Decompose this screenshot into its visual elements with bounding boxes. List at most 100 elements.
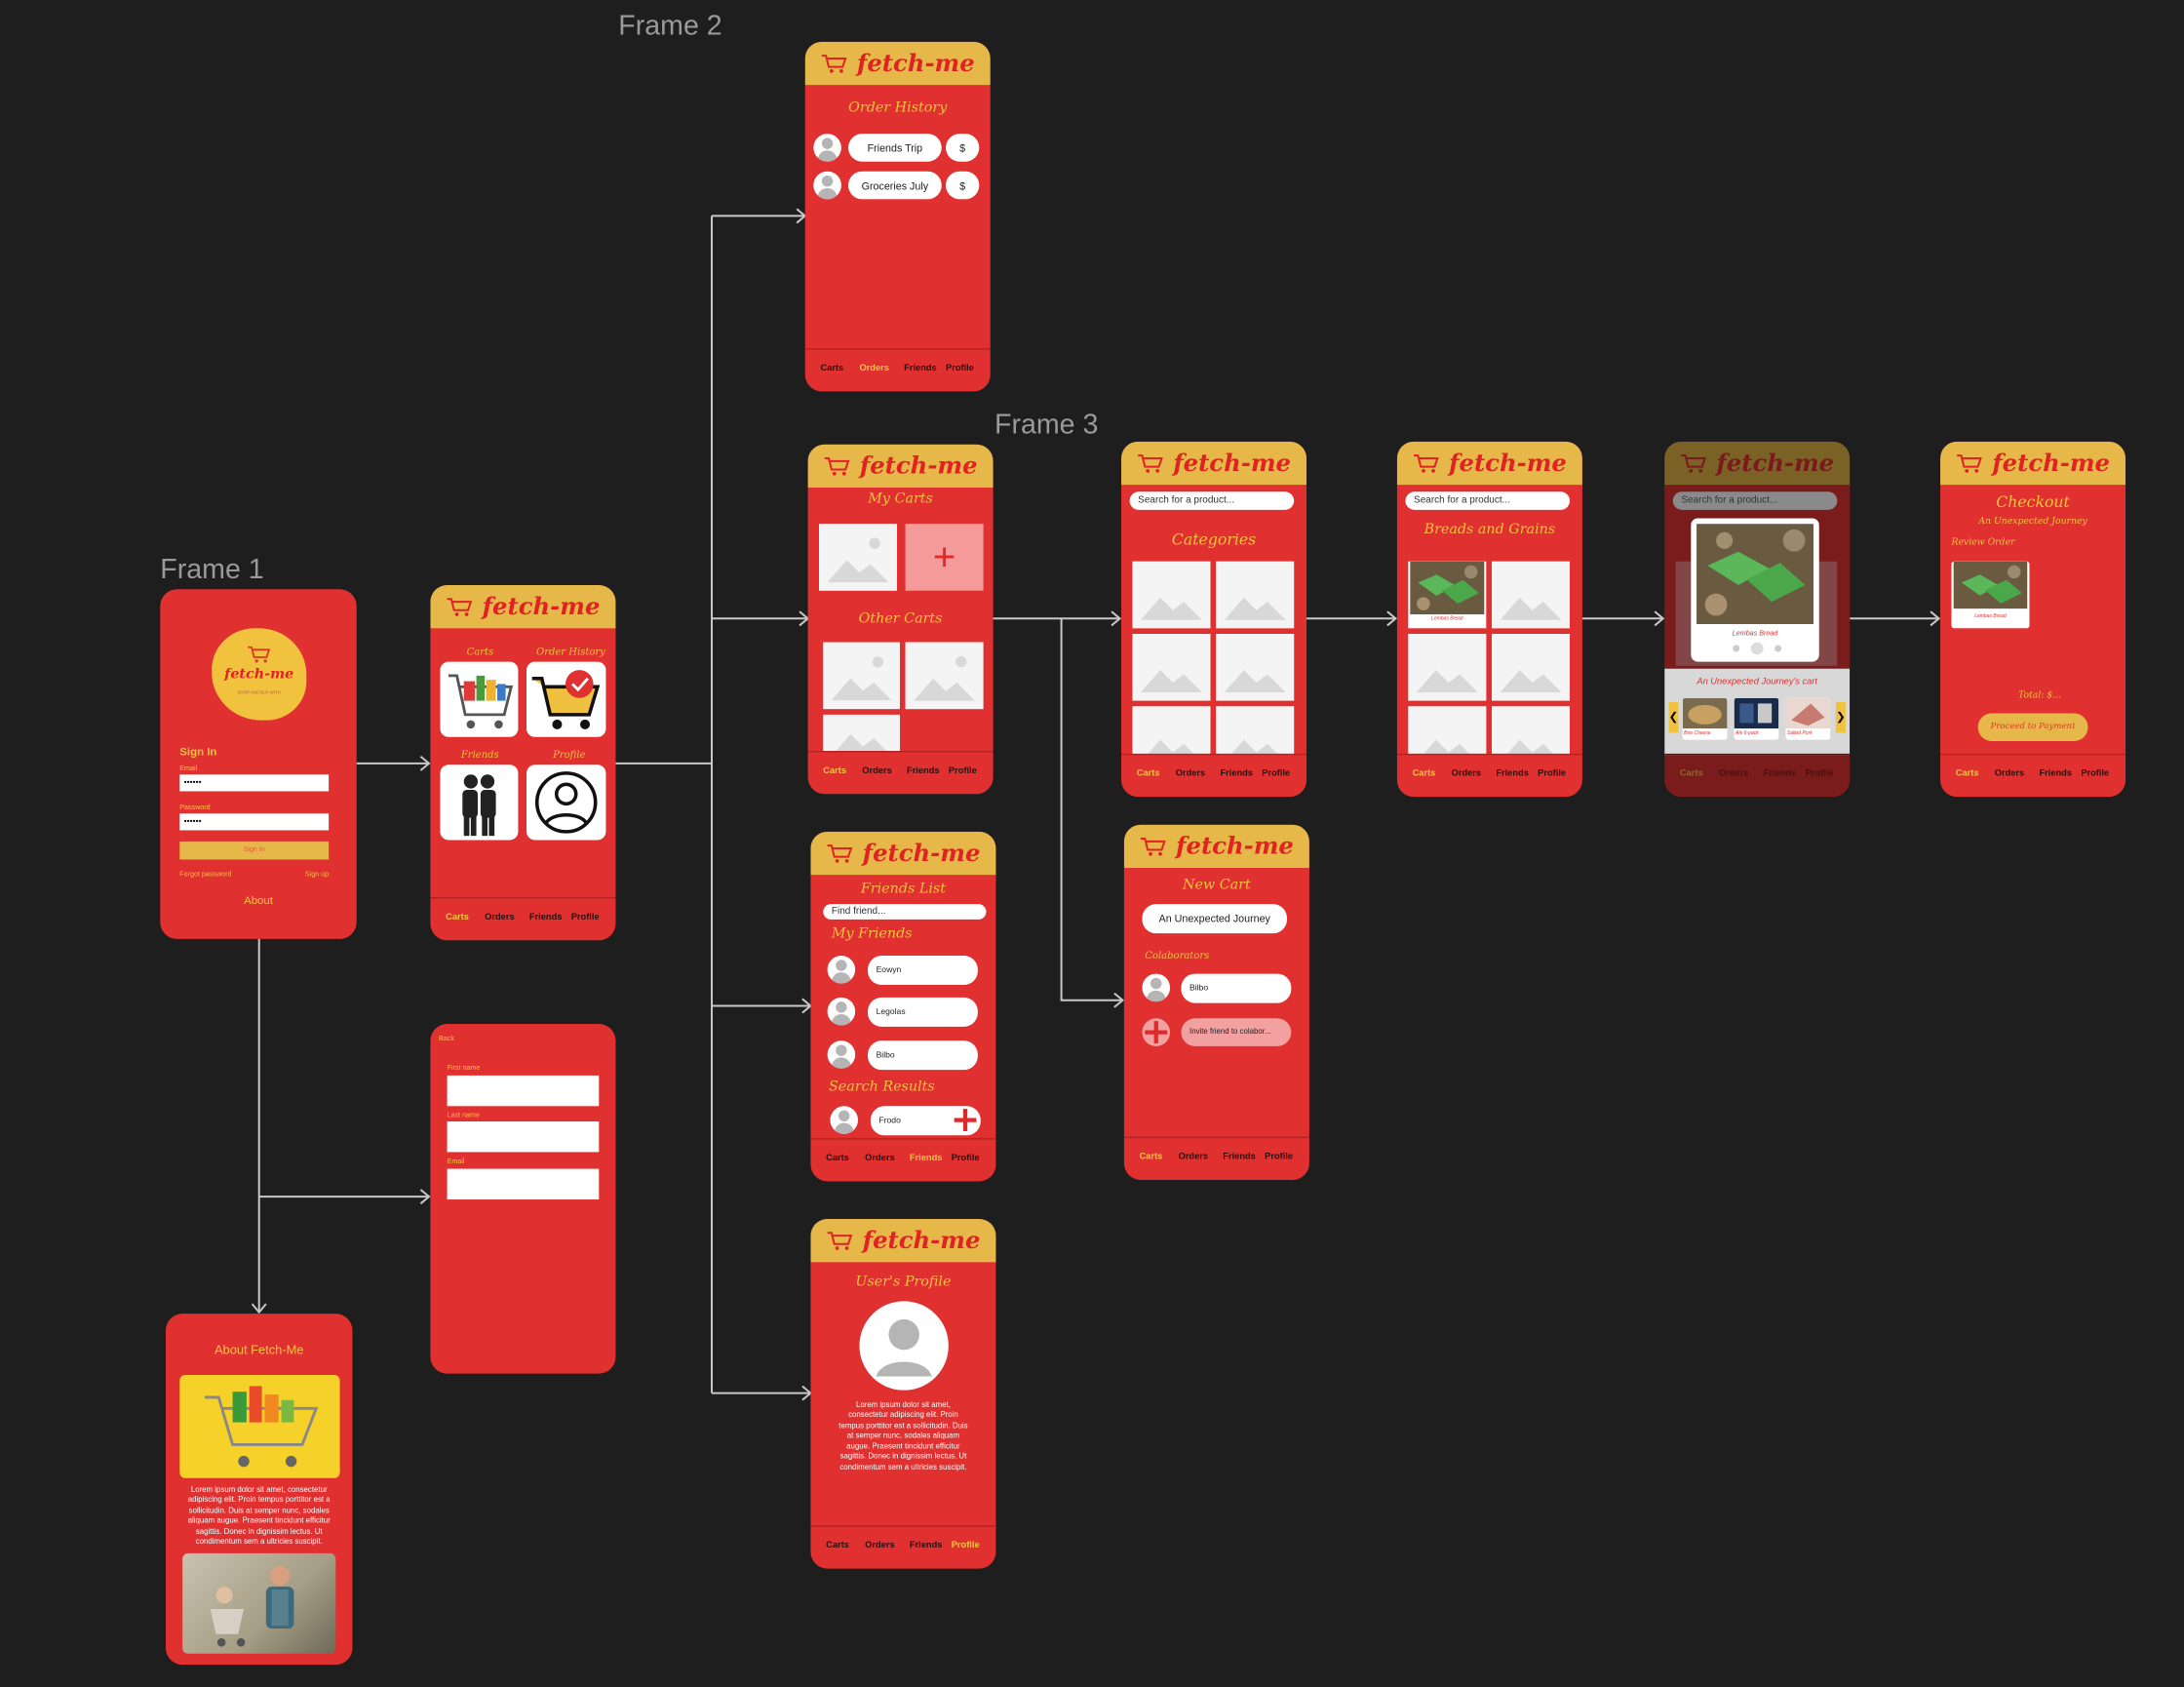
nav-profile[interactable]: Profile (570, 912, 600, 922)
friend-name[interactable]: Eowyn (868, 956, 978, 986)
profile-tile[interactable] (526, 765, 606, 841)
category-tile[interactable] (1132, 634, 1211, 701)
nav-profile[interactable]: Profile (948, 765, 977, 776)
nav-orders[interactable]: Orders (865, 1153, 895, 1163)
signup-email-field[interactable] (447, 1168, 600, 1200)
signup-link[interactable]: Sign up (304, 870, 330, 880)
product-search-input[interactable]: Search for a product... (1405, 491, 1571, 510)
product-tile[interactable] (1408, 634, 1487, 701)
first-name-field[interactable] (447, 1075, 600, 1107)
image-placeholder-icon (1492, 634, 1571, 701)
password-field[interactable]: •••••• (179, 813, 330, 831)
nav-friends[interactable]: Friends (1223, 1152, 1256, 1162)
friend-name[interactable]: Legolas (868, 997, 978, 1027)
product-tile[interactable] (1492, 706, 1571, 754)
friends-tile[interactable] (440, 765, 519, 841)
category-tile[interactable] (1216, 706, 1295, 754)
cart-item-pork[interactable]: Salted Pork (1785, 697, 1831, 740)
plus-dot[interactable] (1774, 645, 1782, 652)
nav-orders[interactable]: Orders (1718, 768, 1749, 779)
nav-orders[interactable]: Orders (1175, 768, 1206, 779)
nav-profile[interactable]: Profile (1262, 768, 1291, 779)
nav-profile[interactable]: Profile (951, 1541, 980, 1551)
category-tile[interactable] (1132, 706, 1211, 754)
nav-carts[interactable]: Carts (826, 1541, 849, 1551)
nav-carts[interactable]: Carts (826, 1153, 849, 1163)
friend-name[interactable]: Bilbo (868, 1040, 978, 1071)
nav-profile[interactable]: Profile (2081, 768, 2110, 779)
product-detail-screen: fetch-me Search for a product... Lembas … (1664, 441, 1851, 798)
nav-profile[interactable]: Profile (951, 1153, 980, 1163)
product-tile[interactable] (1408, 706, 1487, 754)
nav-friends[interactable]: Friends (1496, 768, 1529, 779)
nav-profile[interactable]: Profile (946, 363, 974, 373)
category-tile[interactable] (1216, 561, 1295, 629)
proceed-to-payment-button[interactable]: Proceed to Payment (1977, 713, 2088, 742)
invite-plus-icon[interactable] (1141, 1017, 1171, 1047)
cart-thumbnail[interactable] (823, 642, 900, 710)
minus-dot[interactable] (1733, 645, 1740, 652)
add-friend-plus-icon[interactable] (953, 1108, 978, 1133)
invite-friend-button[interactable]: Invite friend to colabor... (1181, 1018, 1292, 1046)
review-item-lembas[interactable]: Lembas Bread (1951, 561, 2030, 629)
nav-carts[interactable]: Carts (446, 912, 469, 922)
signin-button[interactable]: Sign In (179, 841, 330, 860)
nav-carts[interactable]: Carts (823, 765, 847, 776)
nav-friends[interactable]: Friends (907, 765, 940, 776)
cart-icon (822, 54, 847, 73)
nav-orders[interactable]: Orders (862, 765, 892, 776)
nav-carts[interactable]: Carts (1412, 768, 1436, 779)
nav-friends[interactable]: Friends (528, 912, 563, 922)
nav-friends[interactable]: Friends (2039, 768, 2073, 779)
nav-carts[interactable]: Carts (820, 363, 844, 373)
carousel-prev[interactable]: ❮ (1668, 702, 1679, 733)
product-tile-lembas[interactable]: Lembas Bread (1408, 561, 1487, 629)
cart-thumbnail[interactable] (823, 714, 900, 752)
nav-friends[interactable]: Friends (909, 1153, 943, 1163)
logo-badge: fetch-me SHOP AND BUY WITH (212, 628, 307, 721)
product-tile[interactable] (1492, 561, 1571, 629)
cart-thumbnail[interactable] (905, 642, 984, 710)
order-row-name[interactable]: Friends Trip (848, 134, 942, 162)
nav-orders[interactable]: Orders (1994, 768, 2025, 779)
category-tile[interactable] (1216, 634, 1295, 701)
cart-item-ale[interactable]: Ale 6-pack (1734, 697, 1779, 740)
back-link[interactable]: Back (439, 1035, 454, 1044)
nav-friends[interactable]: Friends (1763, 768, 1797, 779)
nav-orders[interactable]: Orders (865, 1541, 895, 1551)
product-popup[interactable]: Lembas Bread (1691, 518, 1819, 662)
nav-carts[interactable]: Carts (1679, 768, 1703, 779)
nav-friends[interactable]: Friends (1220, 768, 1254, 779)
cart-item-brie[interactable]: Brie Cheese (1682, 697, 1728, 740)
category-tile[interactable] (1132, 561, 1211, 629)
add-cart-button[interactable]: + (905, 524, 984, 591)
nav-carts[interactable]: Carts (1136, 768, 1160, 779)
cart-name-field[interactable]: An Unexpected Journey (1142, 904, 1288, 934)
nav-orders[interactable]: Orders (1451, 768, 1482, 779)
quantity-stepper[interactable] (1730, 642, 1785, 655)
cart-thumbnail[interactable] (819, 524, 898, 591)
find-friend-input[interactable]: Find friend... (823, 904, 987, 920)
nav-friends[interactable]: Friends (909, 1541, 943, 1551)
nav-profile[interactable]: Profile (1805, 768, 1834, 779)
nav-orders[interactable]: Orders (1178, 1152, 1209, 1162)
order-history-tile[interactable] (526, 661, 606, 737)
profile-icon (534, 771, 598, 834)
order-row-name[interactable]: Groceries July (848, 171, 942, 200)
product-tile[interactable] (1492, 634, 1571, 701)
product-search-input[interactable]: Search for a product... (1672, 491, 1838, 510)
last-name-field[interactable] (447, 1121, 600, 1153)
product-search-input[interactable]: Search for a product... (1129, 491, 1295, 510)
nav-orders[interactable]: Orders (485, 912, 515, 922)
nav-friends[interactable]: Friends (904, 363, 937, 373)
carts-tile[interactable] (440, 661, 519, 737)
nav-carts[interactable]: Carts (1955, 768, 1979, 779)
carousel-next[interactable]: ❯ (1835, 702, 1846, 733)
about-link[interactable]: About (244, 894, 273, 908)
nav-profile[interactable]: Profile (1265, 1152, 1294, 1162)
nav-profile[interactable]: Profile (1538, 768, 1567, 779)
nav-carts[interactable]: Carts (1139, 1152, 1163, 1162)
email-field[interactable]: •••••• (179, 774, 330, 792)
nav-orders[interactable]: Orders (859, 363, 889, 373)
forgot-password-link[interactable]: Forgot password (179, 870, 232, 880)
